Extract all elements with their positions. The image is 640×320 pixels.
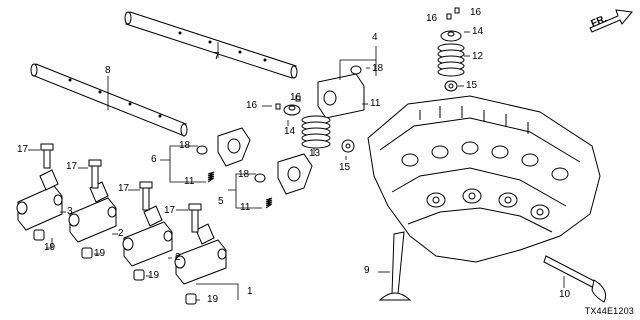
retainer-14a (283, 104, 301, 116)
cotter-16a (275, 103, 281, 110)
pad-19 (33, 229, 197, 305)
callout-19-c: 19 (148, 270, 160, 281)
callout-16-a: 16 (246, 100, 258, 111)
callout-18-c: 18 (372, 63, 384, 74)
callout-17-a: 17 (17, 144, 29, 155)
callout-17-b: 17 (66, 161, 78, 172)
callout-18-a: 18 (179, 140, 191, 151)
callout-19-b: 19 (94, 248, 106, 259)
callout-11-a: 11 (184, 176, 195, 187)
callout-17-d: 17 (164, 205, 176, 216)
adjust-screw-17d (188, 203, 202, 233)
callout-10: 10 (559, 289, 571, 300)
callout-16-d: 16 (470, 7, 482, 18)
callout-19-d: 19 (207, 294, 219, 305)
nut-18 (196, 65, 362, 183)
callout-6: 6 (151, 154, 157, 165)
leader-lines (28, 31, 565, 301)
cylinder-head (367, 95, 601, 263)
valve-10 (543, 255, 607, 303)
adjust-screw-17b (88, 159, 102, 189)
adjust-screw-17a (40, 143, 54, 169)
callout-7: 7 (214, 51, 220, 62)
cotter-16b (295, 95, 301, 102)
seal-15b (444, 80, 458, 92)
rocker-arm-1 (174, 223, 227, 285)
callout-11-b: 11 (240, 202, 251, 213)
cotter-16c (446, 7, 460, 20)
adjust-screw-17c (139, 181, 153, 211)
callout-18-b: 18 (238, 169, 250, 180)
callout-5: 5 (218, 196, 224, 207)
front-direction-arrow-icon (589, 9, 633, 33)
valve-spring-12 (437, 43, 465, 77)
callout-16-b: 16 (290, 92, 302, 103)
seal-15a (341, 139, 355, 153)
rocker-arm-assembly-4 (317, 73, 365, 119)
rocker-shaft-7 (124, 11, 298, 79)
callout-3: 3 (67, 206, 73, 217)
rocker-arm-2a (68, 181, 117, 243)
rocker-shaft-8 (30, 63, 188, 137)
rocker-arm-5 (277, 153, 313, 195)
callout-16-c: 16 (426, 13, 438, 24)
callout-13: 13 (309, 148, 321, 159)
callout-15-b: 15 (466, 80, 478, 91)
callout-17-c: 17 (118, 183, 130, 194)
rocker-arm-6 (217, 127, 251, 167)
drawing-code: TX44E1203 (584, 306, 634, 316)
callout-12: 12 (472, 51, 484, 62)
valve-spring-13 (301, 115, 331, 149)
rocker-arm-3 (16, 169, 63, 231)
valve-9 (378, 231, 412, 301)
callout-9: 9 (364, 265, 370, 276)
retainer-14b (440, 30, 462, 42)
callout-11-c: 11 (370, 98, 381, 109)
callout-2-b: 2 (175, 252, 181, 263)
callout-14-a: 14 (284, 126, 296, 137)
rocker-arm-2b (122, 205, 173, 267)
callout-19-a: 19 (44, 242, 56, 253)
callout-1: 1 (247, 286, 253, 297)
callout-15-a: 15 (339, 162, 351, 173)
callout-2-a: 2 (118, 228, 124, 239)
callout-8: 8 (105, 65, 111, 76)
callout-14-b: 14 (472, 26, 484, 37)
callout-4: 4 (372, 32, 378, 43)
